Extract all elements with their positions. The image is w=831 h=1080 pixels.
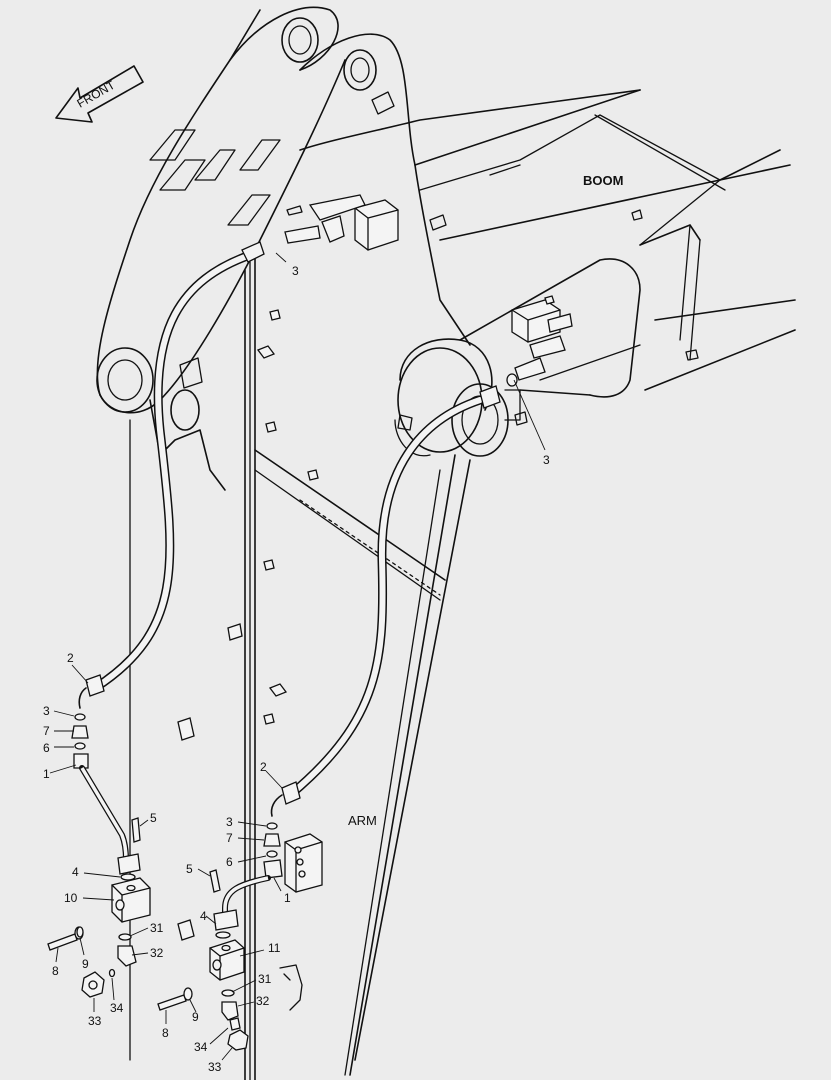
callout-34: 34 [110, 1001, 124, 1015]
leader-lines [49, 252, 546, 1061]
callout-4: 4 [200, 909, 207, 923]
callout-32: 32 [256, 994, 270, 1008]
callout-31: 31 [258, 972, 272, 986]
callout-10: 10 [64, 891, 78, 905]
callout-33: 33 [88, 1014, 102, 1028]
callout-34: 34 [194, 1040, 208, 1054]
callout-31: 31 [150, 921, 164, 935]
callout-3: 3 [543, 453, 550, 467]
callout-33: 33 [208, 1060, 222, 1074]
boom-label: BOOM [583, 173, 623, 188]
hose-left [78, 241, 265, 709]
boom-structure [96, 6, 796, 491]
callout-3: 3 [292, 264, 299, 278]
callout-1: 1 [43, 767, 50, 781]
callout-1: 1 [284, 891, 291, 905]
callout-3: 3 [226, 815, 233, 829]
callout-9: 9 [82, 957, 89, 971]
callout-8: 8 [162, 1026, 169, 1040]
callout-7: 7 [43, 724, 50, 738]
callout-3: 3 [43, 704, 50, 718]
callout-32: 32 [150, 946, 164, 960]
callout-4: 4 [72, 865, 79, 879]
callout-2: 2 [260, 760, 267, 774]
callout-5: 5 [150, 811, 157, 825]
arm-structure [129, 254, 471, 1080]
callout-7: 7 [226, 831, 233, 845]
callout-2: 2 [67, 651, 74, 665]
callout-6: 6 [226, 855, 233, 869]
arm-label: ARM [348, 813, 377, 828]
callout-9: 9 [192, 1010, 199, 1024]
boom-foot-pivot [394, 258, 641, 457]
pipe-assembly-middle [157, 822, 323, 1051]
callout-11: 11 [268, 941, 281, 955]
pipe-assembly-left [47, 713, 151, 998]
callout-8: 8 [52, 964, 59, 978]
callout-6: 6 [43, 741, 50, 755]
callout-numbers: 3 3 2 3 7 6 1 5 4 10 31 32 8 9 33 34 2 3… [43, 264, 550, 1074]
callout-5: 5 [186, 862, 193, 876]
hose-right [270, 385, 501, 817]
